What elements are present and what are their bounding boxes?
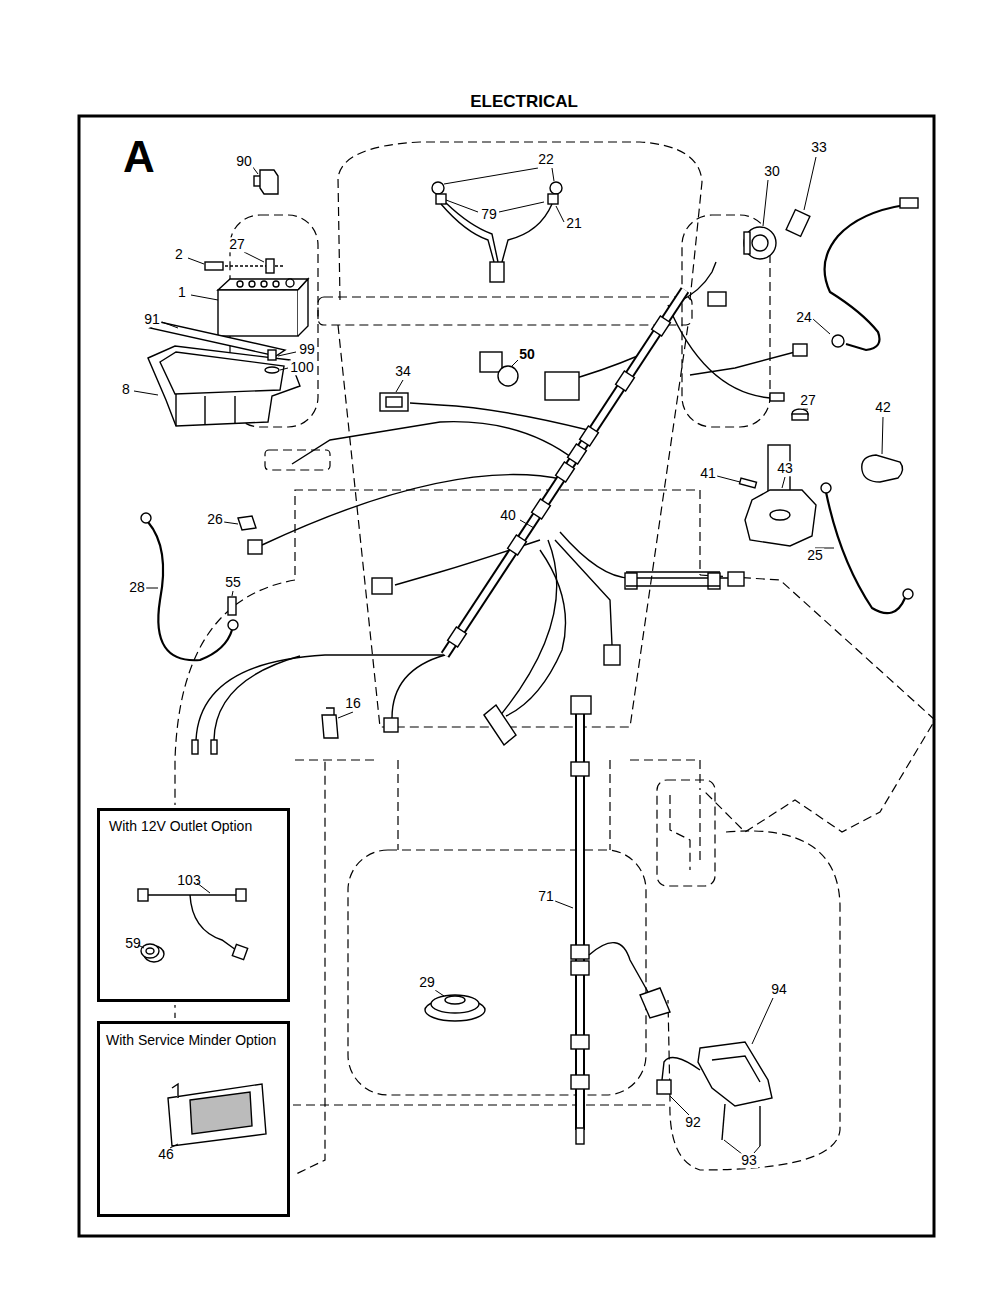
callout-number: 43 — [776, 461, 794, 476]
headlights — [432, 182, 562, 282]
callout-number: 103 — [177, 873, 200, 888]
diagram-title: ELECTRICAL — [470, 93, 578, 112]
harness-clips — [448, 316, 671, 647]
leader-lines — [134, 157, 883, 1154]
wiring — [192, 262, 807, 754]
fuse — [238, 516, 256, 530]
callout-number: 40 — [499, 508, 517, 523]
callout-number: 25 — [806, 548, 824, 563]
callout-number: 27 — [799, 393, 817, 408]
callout-number: 21 — [565, 216, 583, 231]
callout-number: 79 — [480, 207, 498, 222]
callout-number: 8 — [121, 382, 131, 397]
battery — [205, 259, 308, 336]
callout-number: 92 — [684, 1115, 702, 1130]
callout-number: 71 — [537, 889, 555, 904]
callout-number: 93 — [740, 1153, 758, 1168]
callout-number: 90 — [235, 154, 253, 169]
switches — [380, 352, 518, 411]
callout-number: 94 — [770, 982, 788, 997]
battery-tray — [148, 346, 300, 426]
horn — [425, 995, 485, 1021]
rear-harness — [571, 696, 670, 1144]
page-frame — [79, 116, 934, 1236]
ignition-switch — [744, 210, 810, 259]
callout-number: 28 — [128, 580, 146, 595]
ground-cable — [821, 483, 913, 613]
callout-number: 34 — [394, 364, 412, 379]
callout-number: 22 — [537, 152, 555, 167]
section-letter: A — [122, 133, 156, 181]
callout-number: 100 — [289, 360, 314, 375]
callout-number: 27 — [228, 237, 246, 252]
callout-number: 33 — [810, 140, 828, 155]
callout-number: 1 — [177, 285, 187, 300]
callout-number: 2 — [174, 247, 184, 262]
callout-number: 24 — [795, 310, 813, 325]
solenoid — [739, 409, 816, 546]
option-inset-box: With Service Minder Option 46 — [97, 1021, 290, 1217]
part-16 — [322, 708, 338, 738]
callout-number: 91 — [143, 312, 161, 327]
callout-number: 55 — [224, 575, 242, 590]
inset-heading: With Service Minder Option — [106, 1033, 276, 1048]
callout-number: 99 — [298, 342, 316, 357]
callout-number: 29 — [418, 975, 436, 990]
outlet-option-art — [138, 889, 248, 962]
callout-number: 59 — [125, 936, 141, 951]
terminal-boot — [862, 455, 903, 482]
callout-number: 26 — [206, 512, 224, 527]
battery-cable — [825, 198, 918, 350]
callout-number: 30 — [763, 164, 781, 179]
inset-heading: With 12V Outlet Option — [109, 819, 252, 834]
callout-number: 41 — [699, 466, 717, 481]
service-minder-art — [168, 1084, 266, 1146]
option-inset-box: With 12V Outlet Option 103 59 — [97, 808, 290, 1002]
seat-switch — [657, 1042, 772, 1146]
callout-number: 50 — [518, 347, 536, 362]
callout-number: 42 — [874, 400, 892, 415]
callout-number: 46 — [158, 1147, 174, 1162]
callout-number: 16 — [344, 696, 362, 711]
